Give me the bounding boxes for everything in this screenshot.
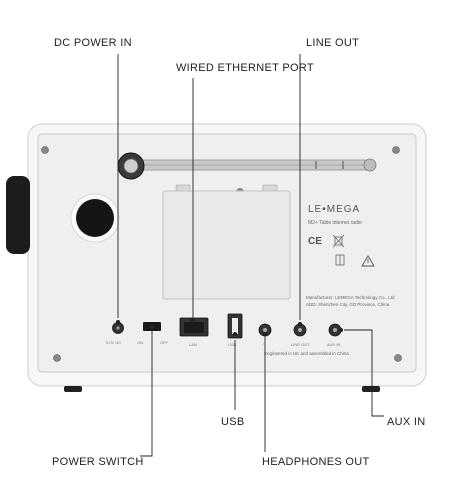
callout-power-switch: POWER SWITCH [52, 456, 144, 468]
callout-lines [115, 54, 384, 457]
manufacturer-text: Manufacturer: LEMEGA Technology Co., Ltd [306, 295, 395, 300]
warning-icon [361, 255, 375, 267]
callout-dc-power-in: DC POWER IN [54, 37, 132, 49]
side-knob [6, 176, 30, 254]
ce-mark: CE [308, 236, 322, 247]
aux-in-port-label: AUX IN [327, 342, 340, 347]
callout-headphones-out: HEADPHONES OUT [262, 456, 370, 468]
usb-port-label: USB [228, 342, 237, 347]
switch-off-label: OFF [160, 340, 169, 345]
manual-icon [335, 254, 345, 266]
bass-port [76, 199, 114, 237]
callout-aux-in: AUX IN [387, 416, 426, 428]
callout-usb: USB [221, 416, 245, 428]
engineered-text: Engineered in UK and assembled in China [264, 351, 349, 356]
brand-label: LE•MEGA [308, 204, 360, 215]
lan-port-label: LAN [189, 342, 197, 347]
headphone-symbol: ∩ [262, 342, 266, 348]
antenna [117, 152, 377, 180]
foot-right [362, 386, 380, 392]
weee-icon [332, 234, 345, 248]
callout-wired-ethernet-port: WIRED ETHERNET PORT [176, 62, 314, 74]
callout-line-out: LINE OUT [306, 37, 360, 49]
panel-door [162, 190, 291, 300]
foot-left [64, 386, 82, 392]
line-out-port-label: LINE OUT [291, 342, 310, 347]
model-label: M2+ Table internet radio [308, 220, 362, 226]
address-text: ADD: Shenzhen City, GD Province, China [306, 302, 390, 307]
switch-on-label: ON [137, 340, 143, 345]
dc-port-label: 5.0V DC [106, 340, 121, 345]
